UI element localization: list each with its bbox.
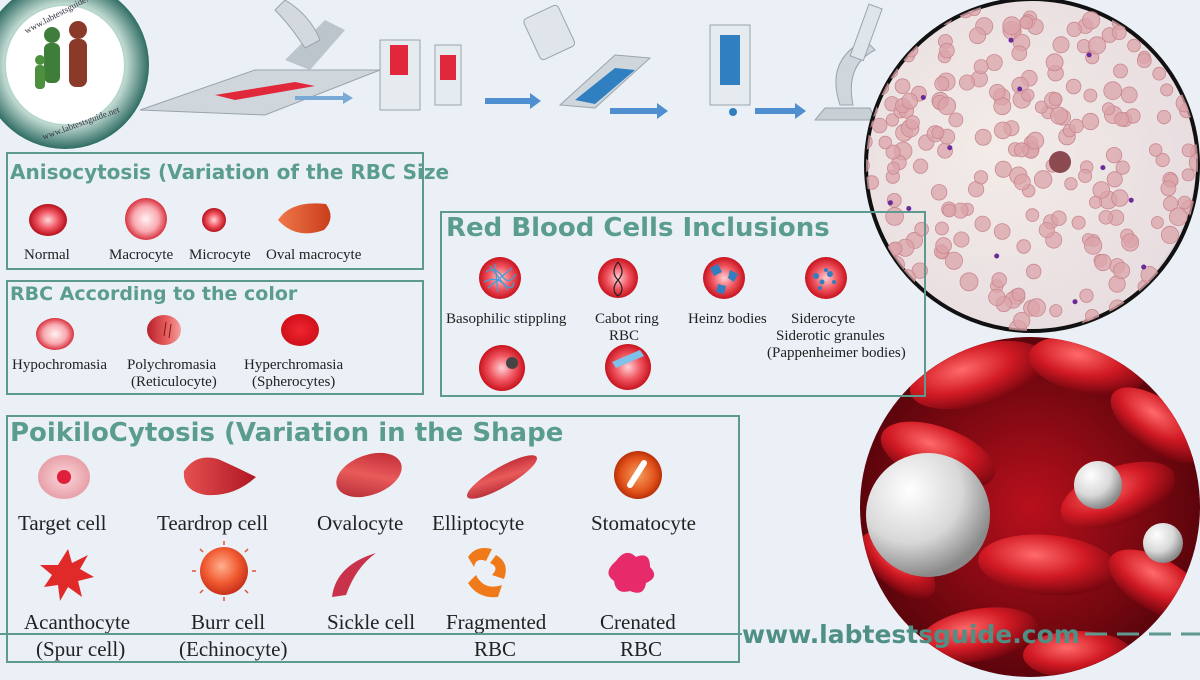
burr-cell-icon bbox=[192, 541, 256, 601]
label-hyperchromasia: Hyperchromasia bbox=[244, 357, 344, 373]
elliptocyte-icon bbox=[467, 455, 537, 499]
label-cabot-rbc: RBC bbox=[609, 328, 640, 344]
ovalocyte-icon bbox=[336, 452, 402, 498]
inclusions-cells bbox=[479, 257, 847, 391]
label-pappenheimer: (Pappenheimer bodies) bbox=[767, 345, 906, 361]
howell-jolly-icon bbox=[479, 345, 525, 391]
label-fragmented-rbc: RBC bbox=[474, 637, 517, 661]
normal-rbc-icon bbox=[29, 204, 67, 236]
label-fragmented: Fragmented bbox=[446, 610, 547, 634]
label-basophilic-stippling: Basophilic stippling bbox=[446, 311, 567, 327]
rbc-color-panel bbox=[6, 280, 424, 395]
acanthocyte-icon bbox=[40, 549, 94, 601]
label-echinocyte: (Echinocyte) bbox=[179, 637, 288, 661]
poikilocytosis-title: PoikiloCytosis (Variation in the Shape bbox=[10, 418, 564, 448]
sickle-cell-icon bbox=[332, 553, 376, 597]
label-microcyte: Microcyte bbox=[189, 247, 251, 263]
label-siderocyte: Siderocyte bbox=[791, 311, 856, 327]
parasite-inclusion-icon bbox=[605, 344, 651, 390]
smear-procedure-illustration bbox=[139, 0, 883, 121]
label-elliptocyte: Elliptocyte bbox=[432, 511, 525, 535]
label-spur-cell: (Spur cell) bbox=[36, 637, 126, 661]
oval-macrocyte-icon bbox=[278, 203, 331, 234]
hyperchromasia-icon bbox=[281, 314, 319, 346]
label-sickle-cell: Sickle cell bbox=[327, 610, 416, 634]
label-macrocyte: Macrocyte bbox=[109, 247, 174, 263]
logo: www.labtestsguide.com www.labtestsguide.… bbox=[0, 0, 150, 150]
label-oval-macrocyte: Oval macrocyte bbox=[266, 247, 362, 263]
rbc-color-title: RBC According to the color bbox=[10, 283, 298, 305]
microcyte-icon bbox=[202, 208, 226, 232]
blood-smear-micrograph bbox=[864, 0, 1200, 333]
hypochromasia-icon bbox=[36, 318, 74, 350]
siderocyte-icon bbox=[805, 257, 847, 299]
label-siderotic-granules: Siderotic granules bbox=[776, 328, 885, 344]
poikilocytosis-cells bbox=[38, 451, 662, 601]
anisocytosis-panel bbox=[6, 152, 424, 270]
label-reticulocyte: (Reticulocyte) bbox=[131, 374, 217, 390]
teardrop-cell-icon bbox=[183, 457, 256, 496]
blood-cells-3d-illustration bbox=[860, 337, 1200, 677]
label-normal: Normal bbox=[24, 247, 70, 263]
macrocyte-icon bbox=[125, 198, 167, 240]
label-acanthocyte: Acanthocyte bbox=[24, 610, 131, 634]
label-heinz-bodies: Heinz bodies bbox=[688, 311, 767, 327]
label-target-cell: Target cell bbox=[18, 511, 107, 535]
inclusions-title: Red Blood Cells Inclusions bbox=[446, 213, 830, 243]
label-crenated: Crenated bbox=[600, 610, 676, 634]
label-hypochromasia: Hypochromasia bbox=[12, 357, 107, 373]
footer-rule bbox=[0, 632, 1200, 636]
anisocytosis-title: Anisocytosis (Variation of the RBC Size bbox=[10, 160, 450, 184]
website-url: www.labtestsguide.com bbox=[742, 620, 1080, 649]
label-spherocytes: (Spherocytes) bbox=[252, 374, 336, 390]
polychromasia-icon bbox=[147, 315, 181, 345]
logo-emblem bbox=[0, 0, 149, 149]
crenated-rbc-icon bbox=[608, 552, 655, 593]
label-polychromasia: Polychromasia bbox=[127, 357, 217, 373]
rbc-color-cells bbox=[36, 314, 319, 350]
label-ovalocyte: Ovalocyte bbox=[317, 511, 404, 535]
anisocytosis-cells bbox=[29, 198, 331, 240]
label-cabot-ring: Cabot ring bbox=[595, 311, 659, 327]
inclusions-panel bbox=[440, 211, 926, 397]
label-crenated-rbc: RBC bbox=[620, 637, 663, 661]
fragmented-rbc-icon bbox=[468, 548, 506, 598]
poikilocytosis-panel bbox=[6, 415, 740, 663]
label-stomatocyte: Stomatocyte bbox=[591, 511, 696, 535]
label-burr-cell: Burr cell bbox=[191, 610, 266, 634]
cabot-ring-icon bbox=[598, 258, 638, 298]
label-teardrop-cell: Teardrop cell bbox=[157, 511, 269, 535]
